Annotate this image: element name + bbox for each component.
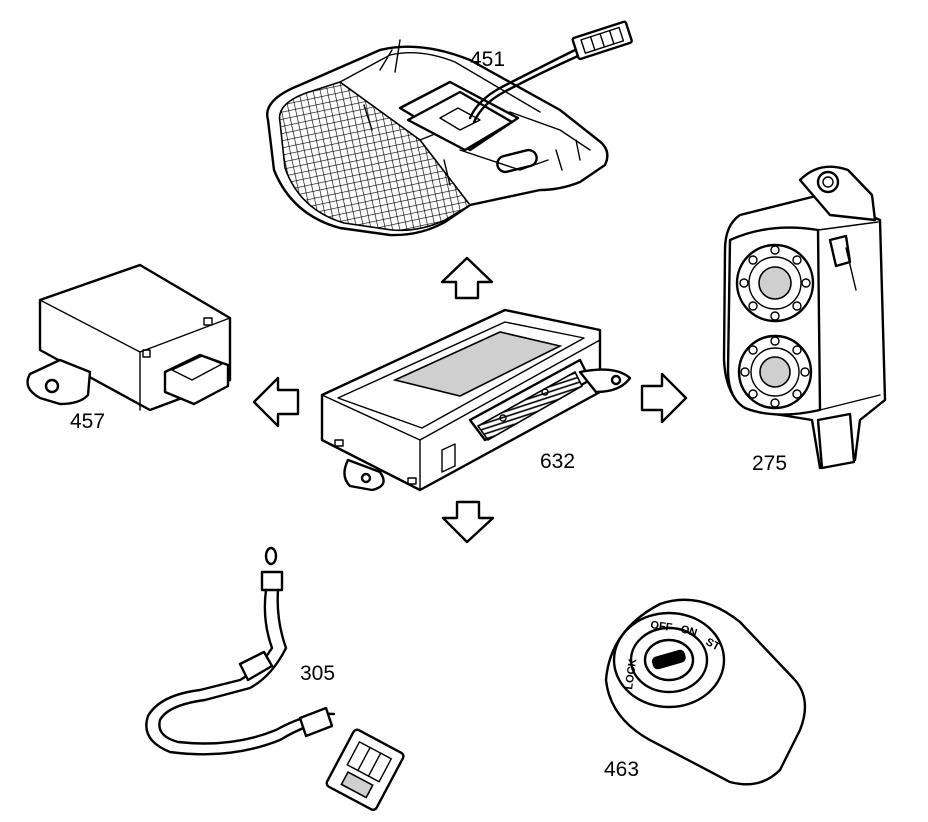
arrow-down-icon <box>441 500 495 544</box>
component-label-463: 463 <box>604 758 639 781</box>
ignition-switch-illustration: OFF ON ST LOCK <box>604 598 807 786</box>
arrow-left-icon <box>252 376 300 428</box>
component-label-632: 632 <box>540 450 575 473</box>
lock-position-label-lock: LOCK <box>623 658 639 691</box>
component-label-305: 305 <box>300 662 335 685</box>
temperature-sensor-harness-illustration <box>145 546 405 811</box>
arrow-right-icon <box>640 372 688 424</box>
sensor-module-illustration <box>26 263 232 412</box>
component-label-275: 275 <box>752 452 787 475</box>
siren-unit-illustration <box>722 165 887 470</box>
arrow-up-icon <box>440 256 494 300</box>
component-label-451: 451 <box>470 48 505 71</box>
central-module-illustration <box>320 308 632 492</box>
overhead-console-illustration <box>265 20 633 237</box>
lock-position-label-st: ST <box>704 636 722 653</box>
component-label-457: 457 <box>70 410 105 433</box>
lock-position-label-off: OFF <box>650 619 674 634</box>
lock-position-label-on: ON <box>679 623 698 639</box>
